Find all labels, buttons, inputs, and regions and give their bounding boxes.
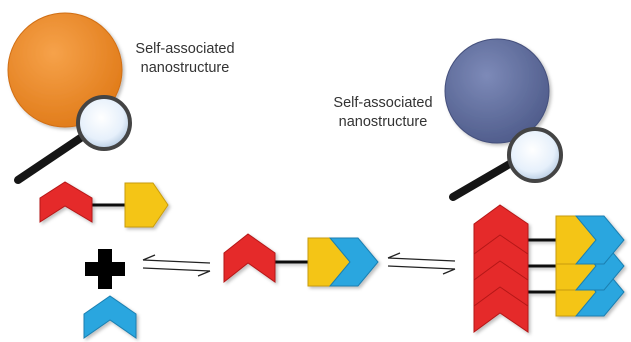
left-label-line2: nanostructure [140,60,230,76]
red-chevron [39,181,93,223]
right-label-line1: Self-associated [333,95,433,111]
magnifier-icon [449,127,563,201]
left-label-line1: Self-associated [135,41,235,57]
equilibrium-arrows-icon [142,254,211,277]
left-nanostructure-label: Self-associated nanostructure [120,40,250,78]
right-nanostructure-sphere [444,38,550,144]
equilibrium-arrows-icon [387,252,456,275]
yellow-pentagon [124,182,169,228]
right-nanostructure-label: Self-associated nanostructure [318,94,448,132]
stacked-aggregate [473,204,625,333]
blue-chevron [328,237,379,287]
heterodimer-complex [223,233,379,287]
right-label-line2: nanostructure [338,114,428,130]
magnifier-icon [14,95,132,184]
blue-chevron [83,295,137,339]
red-chevron [473,204,529,255]
plus-icon [85,249,125,289]
blue-chevron [574,215,625,265]
monomer-red-yellow [39,181,169,228]
red-chevron [223,233,276,284]
